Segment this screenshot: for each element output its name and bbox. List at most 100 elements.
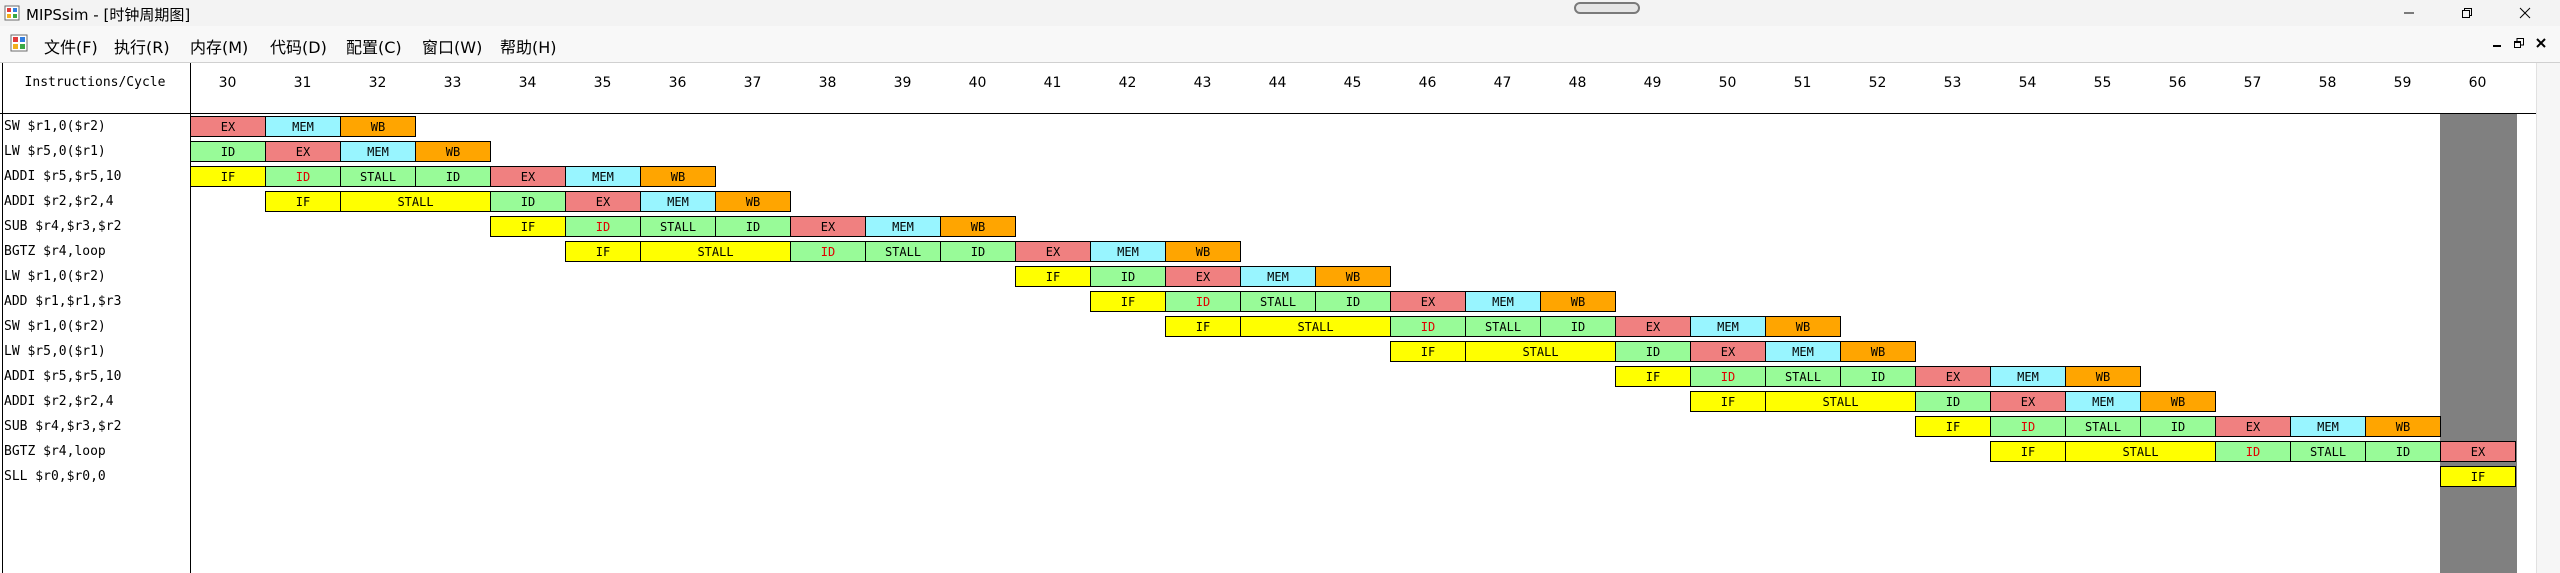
stage-cell-ex: EX	[1615, 316, 1691, 337]
stage-cell-if: IF	[490, 216, 566, 237]
drag-handle[interactable]	[1574, 2, 1640, 14]
stage-cell-if: IF	[2440, 466, 2516, 487]
stage-cell-id: ID	[1540, 316, 1616, 337]
stage-cell-wb: WB	[940, 216, 1016, 237]
cycle-label: 60	[2468, 75, 2487, 91]
maximize-button[interactable]	[2444, 0, 2490, 26]
cycle-label: 51	[1793, 75, 1812, 91]
stage-cell-mem: MEM	[2065, 391, 2141, 412]
cycle-label: 52	[1868, 75, 1887, 91]
cycle-label: 34	[518, 75, 537, 91]
stage-cell-wb: WB	[1540, 291, 1616, 312]
instruction-label: LW $r5,0($r1)	[4, 144, 106, 159]
minimize-button[interactable]	[2386, 0, 2432, 26]
current-cycle-header-bg	[2440, 63, 2517, 113]
menu-memory[interactable]: 内存(M)	[190, 38, 249, 57]
stage-cell-wb: WB	[2140, 391, 2216, 412]
instruction-label: ADDI $r2,$r2,4	[4, 394, 114, 409]
stage-cell-id: ID	[1615, 341, 1691, 362]
stage-cell-wb: WB	[715, 191, 791, 212]
cycle-label: 56	[2168, 75, 2187, 91]
stage-cell-stall: STALL	[1465, 316, 1541, 337]
stage-cell-ex: EX	[1915, 366, 1991, 387]
cycle-label: 50	[1718, 75, 1737, 91]
stage-cell-ex: EX	[1690, 341, 1766, 362]
instruction-label: ADDI $r2,$r2,4	[4, 194, 114, 209]
minimize-icon	[2493, 45, 2501, 47]
stage-cell-if: IF	[1090, 291, 1166, 312]
close-button[interactable]	[2502, 0, 2548, 26]
menu-run[interactable]: 执行(R)	[114, 38, 170, 57]
stage-cell-if: IF	[1690, 391, 1766, 412]
stage-cell-ex: EX	[190, 116, 266, 137]
restore-icon	[2514, 38, 2524, 48]
instruction-label: BGTZ $r4,loop	[4, 244, 106, 259]
stage-cell-stall: STALL	[2290, 441, 2366, 462]
vertical-scrollbar[interactable]	[2536, 63, 2560, 573]
stage-cell-mem: MEM	[1090, 241, 1166, 262]
stage-cell-ex: EX	[265, 141, 341, 162]
instruction-label: SW $r1,0($r2)	[4, 319, 106, 334]
stage-cell-wb: WB	[2065, 366, 2141, 387]
grid-border	[2, 63, 3, 573]
cycle-label: 47	[1493, 75, 1512, 91]
stage-cell-mem: MEM	[2290, 416, 2366, 437]
instruction-label: ADDI $r5,$r5,10	[4, 369, 122, 384]
menu-window[interactable]: 窗口(W)	[422, 38, 483, 57]
stage-cell-stall: STALL	[1465, 341, 1616, 362]
stage-cell-ex: EX	[1015, 241, 1091, 262]
stage-cell-stall: STALL	[340, 191, 491, 212]
stage-cell-mem: MEM	[1990, 366, 2066, 387]
stage-cell-id: ID	[940, 241, 1016, 262]
stage-cell-wb: WB	[1840, 341, 1916, 362]
mdi-close-button[interactable]	[2532, 33, 2550, 53]
cycle-label: 44	[1268, 75, 1287, 91]
stage-cell-id: ID	[1165, 291, 1241, 312]
cycle-label: 43	[1193, 75, 1212, 91]
cycle-label: 53	[1943, 75, 1962, 91]
stage-cell-id: ID	[1840, 366, 1916, 387]
window-title: MIPSsim - [时钟周期图]	[26, 6, 191, 24]
stage-cell-stall: STALL	[340, 166, 416, 187]
restore-icon	[2462, 8, 2472, 18]
menu-bar: 文件(F) 执行(R) 内存(M) 代码(D) 配置(C) 窗口(W) 帮助(H…	[0, 26, 2560, 62]
stage-cell-ex: EX	[1165, 266, 1241, 287]
stage-cell-stall: STALL	[1240, 291, 1316, 312]
mdi-restore-button[interactable]	[2510, 33, 2528, 53]
mdi-child-icon[interactable]	[10, 34, 28, 52]
instructions-cycle-header: Instructions/Cycle	[24, 75, 166, 90]
menu-code[interactable]: 代码(D)	[270, 38, 327, 57]
stage-cell-mem: MEM	[1765, 341, 1841, 362]
stage-cell-if: IF	[1990, 441, 2066, 462]
stage-cell-id: ID	[2140, 416, 2216, 437]
close-icon	[2536, 38, 2546, 48]
title-bar[interactable]: MIPSsim - [时钟周期图]	[0, 0, 2560, 26]
menu-help[interactable]: 帮助(H)	[500, 38, 557, 57]
stage-cell-if: IF	[1015, 266, 1091, 287]
cycle-label: 40	[968, 75, 987, 91]
stage-cell-wb: WB	[640, 166, 716, 187]
cycle-label: 38	[818, 75, 837, 91]
menu-file[interactable]: 文件(F)	[44, 38, 98, 57]
cycle-label: 41	[1043, 75, 1062, 91]
stage-cell-if: IF	[1165, 316, 1241, 337]
app-icon	[4, 5, 20, 21]
stage-cell-id: ID	[1090, 266, 1166, 287]
cycle-label: 37	[743, 75, 762, 91]
stage-cell-id: ID	[715, 216, 791, 237]
stage-cell-wb: WB	[2365, 416, 2441, 437]
mdi-minimize-button[interactable]	[2488, 33, 2506, 53]
stage-cell-if: IF	[1390, 341, 1466, 362]
cycle-label: 42	[1118, 75, 1137, 91]
stage-cell-ex: EX	[490, 166, 566, 187]
stage-cell-wb: WB	[1315, 266, 1391, 287]
stage-cell-id: ID	[490, 191, 566, 212]
stage-cell-stall: STALL	[640, 241, 791, 262]
cycle-label: 31	[293, 75, 312, 91]
stage-cell-id: ID	[1690, 366, 1766, 387]
menu-config[interactable]: 配置(C)	[346, 38, 402, 57]
stage-cell-ex: EX	[565, 191, 641, 212]
stage-cell-id: ID	[190, 141, 266, 162]
